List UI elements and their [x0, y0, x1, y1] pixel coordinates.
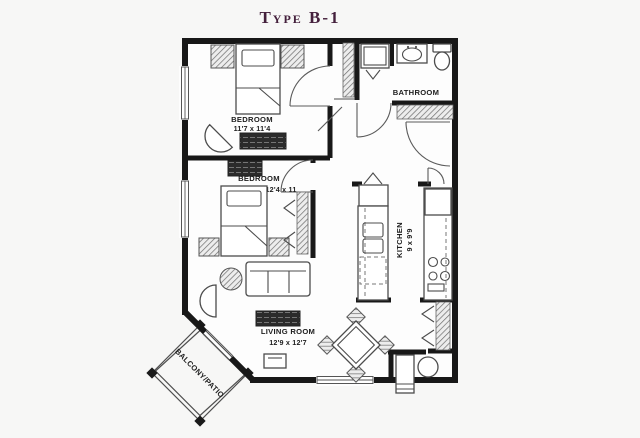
living-dims: 12'9 x 12'7 [269, 338, 307, 347]
entry-step [395, 354, 415, 394]
hall-closet-shelf [396, 104, 454, 120]
bedroom1-area: BEDROOM 11'7 x 11'4 [204, 42, 355, 153]
kitchen-label-group: KITCHEN 9 x 9'9 [395, 222, 414, 258]
kitchen-door [427, 167, 445, 185]
dresser-icon [227, 160, 263, 177]
kitchen-dims: 9 x 9'9 [405, 228, 414, 251]
bedroom2-label: BEDROOM [238, 174, 280, 183]
sofa-icon [245, 261, 311, 297]
entry-table-icon [417, 356, 439, 378]
balcony-slider-door [202, 329, 234, 361]
armchair-icon [199, 284, 217, 318]
bedroom2-closet [283, 191, 309, 255]
hall-closet-door [405, 121, 451, 167]
fridge-icon [424, 188, 452, 216]
dining-table-icon [331, 320, 381, 370]
kitchen-right-counter [423, 187, 453, 301]
dining-set [317, 307, 395, 383]
bathroom-sink-icon [396, 43, 428, 64]
nightstand-icon [198, 237, 220, 257]
bathroom-label: BATHROOM [393, 88, 440, 97]
door-arcs [280, 65, 451, 193]
bed-icon [235, 43, 281, 115]
living-label: LIVING ROOM [261, 327, 315, 336]
bathroom-area: BATHROOM [360, 43, 454, 120]
coat-closet [421, 301, 451, 351]
bedroom2-dims: 12'4 x 11 [265, 185, 296, 194]
bedroom1-closet [334, 42, 355, 100]
bedroom1-door [289, 65, 331, 107]
dishwasher-icon [359, 256, 387, 285]
living-area: LIVING ROOM 12'9 x 12'7 [199, 261, 395, 383]
window-bedroom2 [179, 180, 191, 238]
sink-icon [362, 238, 384, 254]
nightstand-icon [280, 44, 305, 69]
chair-icon [204, 123, 234, 153]
dining-chair-icon [317, 335, 337, 355]
entry-area [395, 301, 451, 394]
nightstand-icon [210, 44, 235, 69]
sink-icon [362, 222, 384, 238]
shower-icon [360, 43, 390, 80]
toilet-icon [432, 43, 452, 71]
tv-stand-icon [263, 353, 287, 369]
window-bedroom1 [179, 66, 191, 120]
dining-chair-icon [346, 363, 366, 383]
kitchen-label: KITCHEN [395, 222, 404, 258]
dining-chair-icon [346, 307, 366, 327]
pantry-icon [358, 172, 389, 207]
kitchen-left-counter [357, 205, 389, 301]
bedroom1-label: BEDROOM [231, 115, 273, 124]
bedroom1-dims: 11'7 x 11'4 [234, 124, 271, 133]
kitchen-area: KITCHEN 9 x 9'9 [357, 172, 453, 301]
nightstand-icon [268, 237, 290, 257]
window-living [316, 374, 374, 386]
bedroom2-area: BEDROOM 12'4 x 11 [198, 160, 309, 257]
stove-icon [427, 256, 451, 292]
plan-title: Type B-1 [259, 8, 340, 27]
bathroom-door [356, 102, 392, 138]
dresser-icon [239, 132, 287, 150]
bed-icon [220, 185, 268, 257]
dining-chair-icon [375, 335, 395, 355]
side-table-icon [219, 267, 243, 291]
hall-door-leaf [317, 106, 343, 132]
coffee-table-icon [255, 310, 301, 327]
